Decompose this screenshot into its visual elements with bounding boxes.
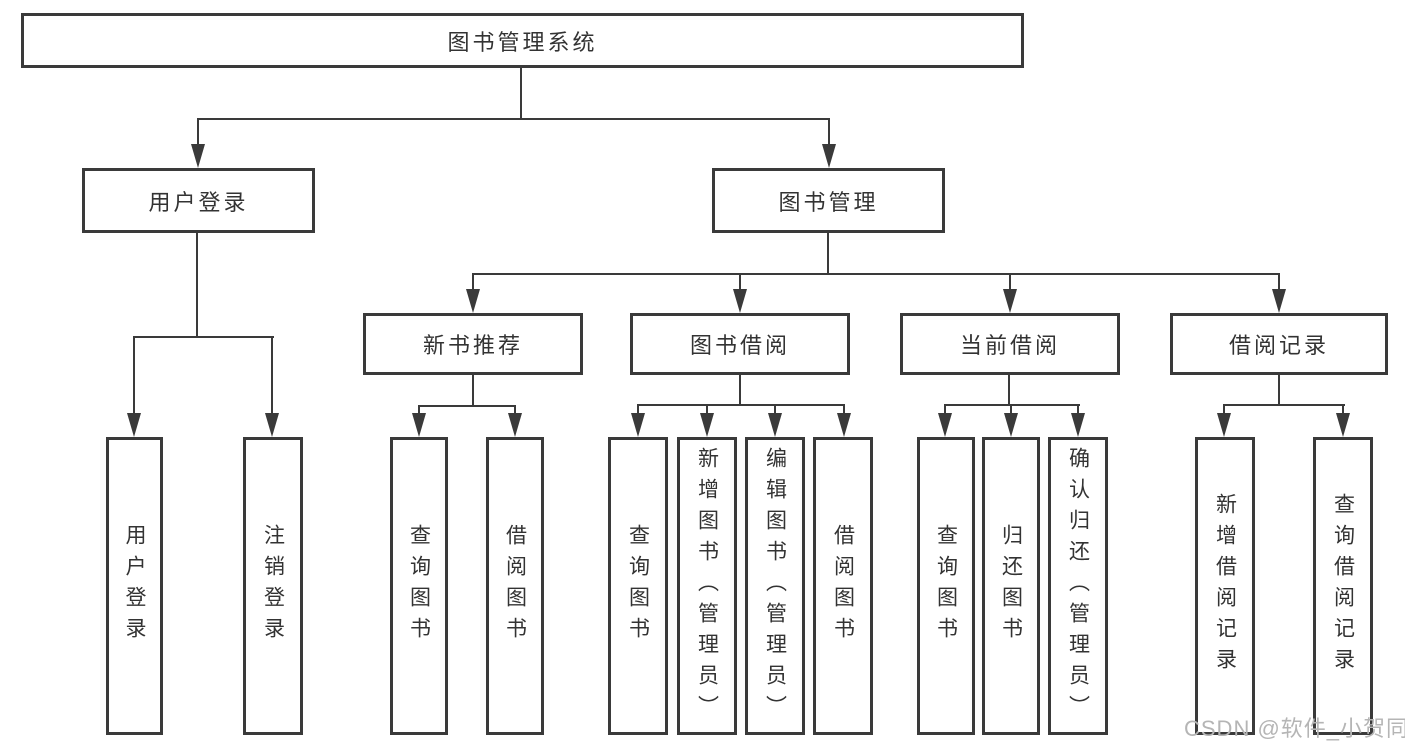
node-borrowing-records: 借阅记录 — [1170, 313, 1388, 375]
node-leaf-cb-query-books: 查询图书 — [917, 437, 975, 735]
node-book-borrowing: 图书借阅 — [630, 313, 850, 375]
connector-user-login-crossbar — [133, 336, 274, 338]
arrowhead-down-icon — [837, 413, 851, 437]
connector-user-login-stem — [196, 233, 198, 338]
leaf-label: 借阅图书 — [831, 524, 855, 648]
leaf-label: 用户登录 — [123, 524, 147, 648]
connector-drop — [1010, 404, 1012, 417]
leaf-label: 查询图书 — [407, 524, 431, 648]
connector-drop-book-borrow — [739, 273, 741, 293]
arrowhead-down-icon — [700, 413, 714, 437]
node-leaf-user-login: 用户登录 — [106, 437, 163, 735]
node-leaf-logout: 注销登录 — [243, 437, 303, 735]
node-book-management: 图书管理 — [712, 168, 945, 233]
arrowhead-down-icon — [466, 289, 480, 313]
leaf-label: 新增借阅记录 — [1213, 493, 1237, 679]
csdn-watermark: CSDN @软件_小贺同学 — [1184, 716, 1405, 741]
arrowhead-down-icon — [1071, 413, 1085, 437]
node-leaf-bb-query-books: 查询图书 — [608, 437, 668, 735]
node-new-book-recommend: 新书推荐 — [363, 313, 583, 375]
node-leaf-bb-edit-books-admin: 编辑图书（管理员） — [745, 437, 805, 735]
arrowhead-down-icon — [822, 144, 836, 168]
arrowhead-down-icon — [191, 144, 205, 168]
leaf-label: 借阅图书 — [503, 524, 527, 648]
arrowhead-down-icon — [1336, 413, 1350, 437]
connector-drop — [637, 404, 639, 417]
arrowhead-down-icon — [1004, 413, 1018, 437]
arrowhead-down-icon — [1272, 289, 1286, 313]
node-book-management-label: 图书管理 — [778, 189, 879, 215]
node-user-login-label: 用户登录 — [148, 189, 249, 215]
node-leaf-br-query-record: 查询借阅记录 — [1313, 437, 1373, 735]
node-leaf-bb-add-books-admin: 新增图书（管理员） — [677, 437, 737, 735]
leaf-label: 查询图书 — [626, 524, 650, 648]
leaf-label: 查询借阅记录 — [1331, 493, 1355, 679]
connector-drop — [774, 404, 776, 417]
connector-drop — [706, 404, 708, 417]
leaf-label: 归还图书 — [999, 524, 1023, 648]
connector-drop — [843, 404, 845, 417]
node-library-system: 图书管理系统 — [21, 13, 1024, 68]
node-current-borrowing-label: 当前借阅 — [959, 333, 1060, 358]
arrowhead-down-icon — [938, 413, 952, 437]
node-current-borrowing: 当前借阅 — [900, 313, 1120, 375]
leaf-label: 确认归还（管理员） — [1066, 446, 1090, 726]
arrowhead-down-icon — [1217, 413, 1231, 437]
arrowhead-down-icon — [768, 413, 782, 437]
connector-root-stem — [520, 68, 522, 118]
connector-drop-login — [133, 336, 135, 416]
arrowhead-down-icon — [412, 413, 426, 437]
connector-book-management-crossbar — [472, 273, 1280, 275]
node-leaf-cb-return-books: 归还图书 — [982, 437, 1040, 735]
node-leaf-bb-borrow-books: 借阅图书 — [813, 437, 873, 735]
connector-new-book-stem — [472, 375, 474, 407]
leaf-label: 新增图书（管理员） — [695, 446, 719, 726]
arrowhead-down-icon — [631, 413, 645, 437]
arrowhead-down-icon — [733, 289, 747, 313]
connector-root-crossbar — [197, 118, 830, 120]
connector-drop — [1077, 404, 1079, 417]
leaf-label: 注销登录 — [261, 524, 285, 648]
leaf-label: 编辑图书（管理员） — [763, 446, 787, 726]
connector-drop — [944, 404, 946, 417]
arrowhead-down-icon — [127, 413, 141, 437]
arrowhead-down-icon — [508, 413, 522, 437]
node-leaf-rec-query-books: 查询图书 — [390, 437, 448, 735]
connector-drop-user-login — [197, 118, 199, 148]
arrowhead-down-icon — [1003, 289, 1017, 313]
connector-drop — [418, 405, 420, 417]
connector-drop — [1223, 404, 1225, 417]
node-leaf-rec-borrow-books: 借阅图书 — [486, 437, 544, 735]
node-new-book-recommend-label: 新书推荐 — [422, 333, 523, 358]
node-leaf-cb-confirm-return-admin: 确认归还（管理员） — [1048, 437, 1108, 735]
connector-drop-new-book — [472, 273, 474, 293]
connector-book-borrow-crossbar — [637, 404, 845, 406]
leaf-label: 查询图书 — [934, 524, 958, 648]
connector-drop — [1342, 404, 1344, 417]
node-library-system-label: 图书管理系统 — [447, 29, 598, 55]
node-leaf-br-add-record: 新增借阅记录 — [1195, 437, 1255, 735]
connector-drop-book-management — [828, 118, 830, 148]
connector-book-borrow-stem — [739, 375, 741, 406]
connector-book-management-stem — [827, 233, 829, 275]
connector-borrow-records-stem — [1278, 375, 1280, 406]
connector-current-borrow-crossbar — [944, 404, 1080, 406]
node-user-login: 用户登录 — [82, 168, 315, 233]
arrowhead-down-icon — [265, 413, 279, 437]
node-borrowing-records-label: 借阅记录 — [1228, 333, 1329, 358]
node-book-borrowing-label: 图书借阅 — [689, 333, 790, 358]
connector-drop — [514, 405, 516, 417]
connector-borrow-records-crossbar — [1223, 404, 1345, 406]
connector-current-borrow-stem — [1008, 375, 1010, 406]
connector-drop-logout — [271, 336, 273, 416]
connector-drop-borrow-records — [1278, 273, 1280, 293]
connector-drop-current-borrow — [1009, 273, 1011, 293]
connector-new-book-crossbar — [418, 405, 516, 407]
